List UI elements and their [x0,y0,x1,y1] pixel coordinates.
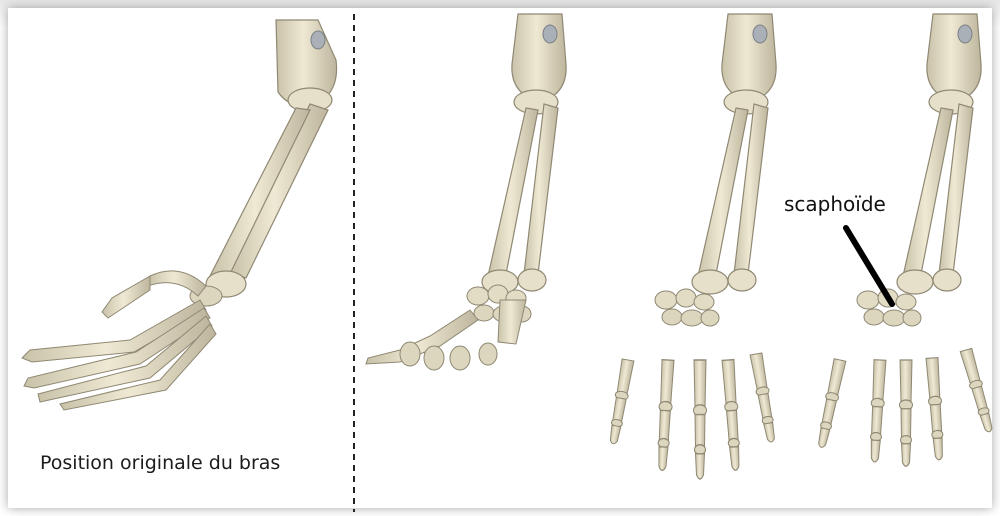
scaphoid-label: scaphoïde [784,192,886,216]
arm-extended-hand [607,14,778,479]
arm-hand-scaphoid [815,14,996,466]
original-position-caption: Position originale du bras [40,452,280,474]
arm-flexed-wrist [366,14,566,370]
arm-original-position [22,20,337,410]
